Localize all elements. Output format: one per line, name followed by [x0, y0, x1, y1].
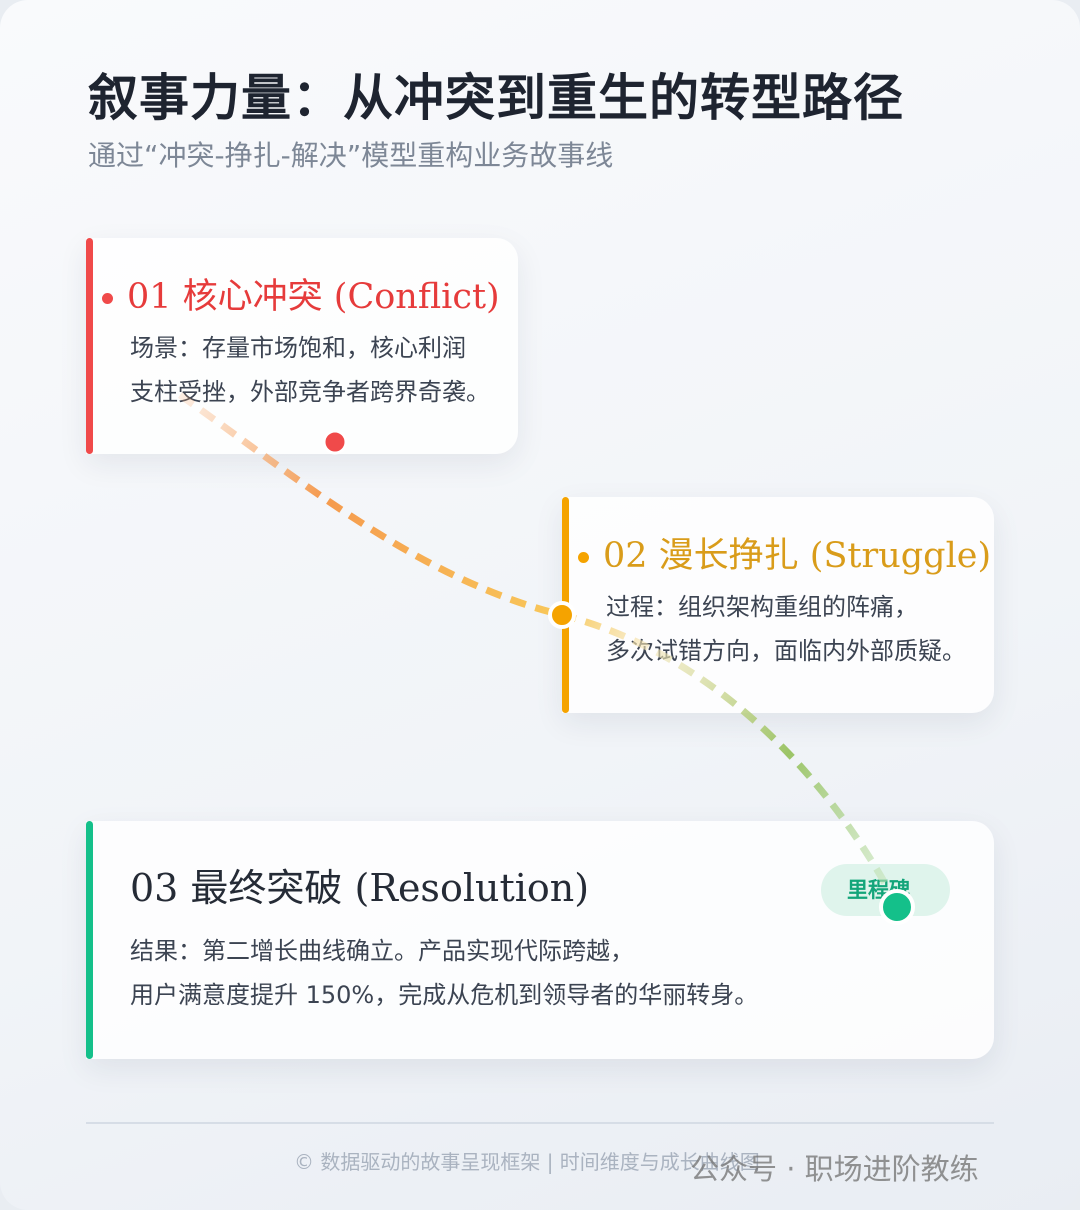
stage-title: 02 漫长挣扎 (Struggle) — [603, 536, 992, 576]
stage-card-resolution: 03 最终突破 (Resolution) 里程碑 结果：第二增长曲线确立。产品实… — [86, 821, 994, 1059]
conflict-point — [322, 429, 348, 455]
desc-line: 场景：存量市场饱和，核心利润 — [130, 334, 466, 362]
stage-card-conflict: 01 核心冲突 (Conflict) 场景：存量市场饱和，核心利润支柱受挫，外部… — [86, 238, 518, 454]
watermark: 公众号 · 职场进阶教练 — [690, 1152, 979, 1186]
desc-line: 用户满意度提升 150%，完成从危机到领导者的华丽转身。 — [130, 981, 759, 1009]
stage-title-wrap: 02 漫长挣扎 (Struggle) — [578, 527, 991, 578]
page-subtitle: 通过“冲突-挣扎-解决”模型重构业务故事线 — [88, 139, 614, 172]
stage-desc: 过程：组织架构重组的阵痛，多次试错方向，面临内外部质疑。 — [606, 585, 966, 673]
desc-line: 结果：第二增长曲线确立。产品实现代际跨越， — [130, 937, 634, 965]
bullet-icon — [102, 293, 113, 304]
accent-bar — [86, 238, 93, 454]
stage-title-wrap: 01 核心冲突 (Conflict) — [102, 268, 500, 319]
struggle-point — [548, 601, 576, 629]
stage-title: 03 最终突破 (Resolution) — [130, 866, 590, 910]
accent-bar — [86, 821, 93, 1059]
stage-title: 01 核心冲突 (Conflict) — [127, 277, 500, 317]
bullet-icon — [578, 552, 589, 563]
footer-text: © 数据驱动的故事呈现框架 | 时间维度与成长曲线图 — [294, 1150, 760, 1174]
page-title: 叙事力量：从冲突到重生的转型路径 — [88, 68, 904, 127]
stage-desc: 结果：第二增长曲线确立。产品实现代际跨越， 用户满意度提升 150%，完成从危机到… — [130, 929, 758, 1017]
desc-line: 过程：组织架构重组的阵痛， — [606, 593, 918, 621]
resolution-point — [879, 889, 915, 925]
divider — [86, 1122, 994, 1124]
curve-path — [177, 392, 901, 907]
